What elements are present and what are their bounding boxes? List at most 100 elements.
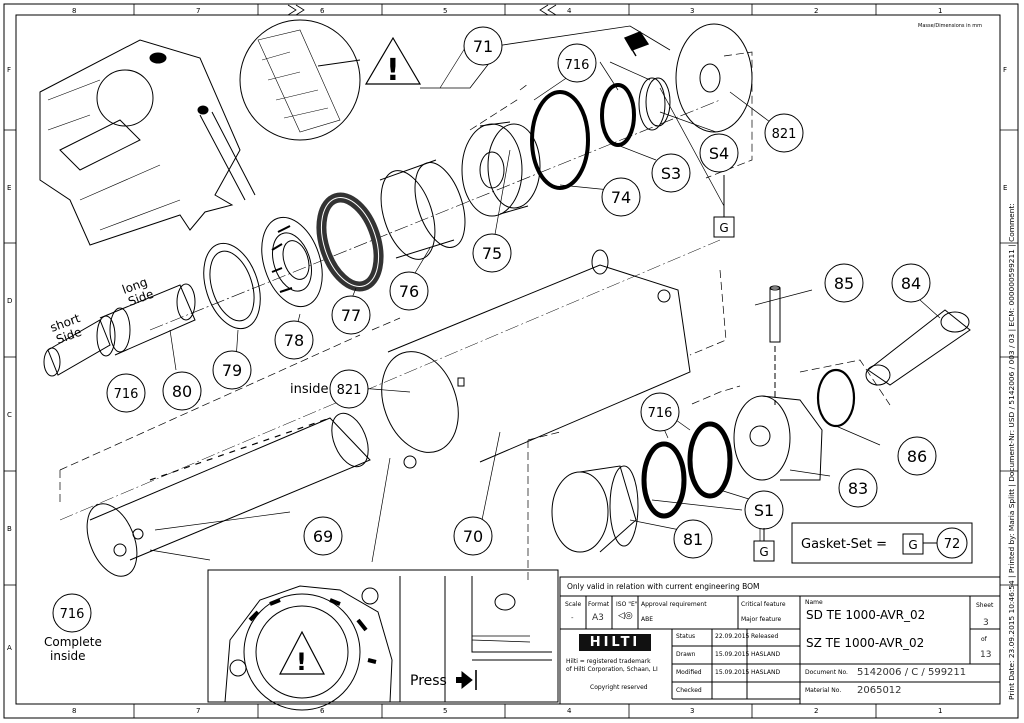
col-label: 5 bbox=[443, 7, 447, 15]
sz-name: SZ TE 1000-AVR_02 bbox=[806, 636, 925, 650]
iso-projection-icon: ◁◎ bbox=[618, 611, 633, 621]
conrod-part-84 bbox=[865, 309, 971, 386]
bearing-part-78 bbox=[261, 216, 323, 308]
document-no-value: 5142006 / C / 599211 bbox=[857, 667, 967, 678]
row-label: C bbox=[7, 411, 12, 419]
g-reference-boxes bbox=[713, 175, 937, 562]
callout-number: 84 bbox=[901, 274, 921, 293]
material-no-value: 2065012 bbox=[857, 685, 902, 696]
drawn-label: Drawn bbox=[676, 651, 696, 658]
o-ring-part-86 bbox=[816, 368, 856, 428]
press-arrow-shaft bbox=[456, 677, 464, 683]
callout-716 bbox=[557, 43, 597, 83]
gasket-set-label: Gasket-Set = bbox=[801, 537, 887, 552]
inset-press-drawing bbox=[444, 576, 552, 702]
col-label: 5 bbox=[443, 707, 447, 715]
print-info-side-text: Print Date: 23.09.2015 10:46:54 | Printe… bbox=[1007, 203, 1016, 700]
complete-inside-label: inside bbox=[50, 649, 86, 663]
dimension-note: Masse/Dimensions in mm bbox=[918, 23, 982, 29]
callout-number: 85 bbox=[834, 274, 854, 293]
of-label: of bbox=[981, 636, 987, 643]
o-ring-part-S1-b bbox=[687, 421, 733, 499]
o-ring-part-S3 bbox=[600, 83, 636, 147]
shaft-part-80 bbox=[43, 283, 196, 377]
callout-70 bbox=[453, 516, 493, 556]
callout-number: 69 bbox=[313, 527, 333, 546]
spring-washer-part-77 bbox=[316, 192, 384, 292]
col-label: 1 bbox=[938, 7, 942, 15]
format-value: A3 bbox=[592, 613, 604, 623]
warning-triangle-icon bbox=[364, 36, 422, 85]
callout-number: 821 bbox=[337, 383, 362, 398]
trademark-line: of Hilti Corporation, Schaan, LI bbox=[566, 666, 658, 673]
major-feature-label: Major feature bbox=[741, 616, 782, 623]
callout-number: 80 bbox=[172, 382, 192, 401]
callout-76 bbox=[389, 271, 429, 311]
title-block-frame bbox=[559, 576, 1001, 705]
inner-frame bbox=[15, 14, 1001, 705]
callout-84 bbox=[891, 263, 931, 303]
document-no-label: Document No. bbox=[805, 669, 848, 676]
format-label: Format bbox=[588, 601, 610, 608]
callout-number: 83 bbox=[848, 479, 868, 498]
warning-exclamation-icon: ! bbox=[296, 648, 307, 676]
top-grid-scale bbox=[4, 4, 1018, 718]
callout-80 bbox=[162, 371, 202, 411]
callout-number: 716 bbox=[565, 58, 590, 73]
col-label: 6 bbox=[320, 7, 325, 15]
piston-part-83 bbox=[733, 395, 823, 481]
callout-number: 79 bbox=[222, 361, 242, 380]
callout-number: 70 bbox=[463, 527, 483, 546]
leader-lines-mid bbox=[149, 387, 501, 563]
col-label: 3 bbox=[690, 7, 694, 15]
col-label: 3 bbox=[690, 707, 694, 715]
callout-75 bbox=[472, 233, 512, 273]
name-label: Name bbox=[805, 599, 823, 606]
center-axis-mid bbox=[59, 239, 721, 521]
callout-number: S3 bbox=[661, 164, 681, 183]
col-label: 2 bbox=[814, 7, 818, 15]
of-value: 13 bbox=[980, 650, 992, 660]
callout-number: 86 bbox=[907, 447, 927, 466]
material-no-label: Material No. bbox=[805, 687, 842, 694]
row-label: E bbox=[1003, 184, 1007, 192]
sheet-label: Sheet bbox=[976, 602, 994, 609]
iso-label: ISO "E" bbox=[616, 601, 638, 608]
callout-821 bbox=[329, 369, 369, 409]
callout-number: G bbox=[719, 221, 728, 235]
gasket-set-box bbox=[791, 522, 973, 564]
hilti-logo: HILTI bbox=[579, 634, 651, 651]
col-label: 6 bbox=[320, 707, 325, 715]
callout-69 bbox=[303, 516, 343, 556]
callout-number: 78 bbox=[284, 331, 304, 350]
callout-number: S1 bbox=[754, 501, 774, 520]
callout-77 bbox=[331, 295, 371, 335]
o-ring-part-74 bbox=[530, 90, 590, 190]
callout-71 bbox=[463, 26, 503, 66]
row-label: F bbox=[1003, 66, 1007, 74]
g-box bbox=[902, 533, 924, 555]
drawn-by: HASLAND bbox=[751, 651, 781, 658]
inset-flange-drawing bbox=[224, 585, 393, 711]
trademark-line: Hilti = registered trademark bbox=[566, 658, 651, 665]
callout-number: 75 bbox=[482, 244, 502, 263]
magnifier-detail bbox=[239, 19, 422, 141]
inside-label: inside bbox=[290, 382, 329, 397]
dashed-group-right bbox=[527, 359, 891, 580]
disc-part-821 bbox=[675, 23, 753, 133]
row-label: D bbox=[7, 297, 12, 305]
leader-lines-upper bbox=[169, 61, 771, 401]
complete-inside-label: Complete bbox=[44, 635, 102, 649]
center-axis-upper bbox=[149, 99, 721, 331]
callout-number: 76 bbox=[399, 282, 419, 301]
dashed-group-mid bbox=[59, 269, 727, 505]
col-label: 4 bbox=[567, 7, 572, 15]
callout-85 bbox=[824, 263, 864, 303]
status-label: Status bbox=[676, 633, 696, 640]
callout-number: 716 bbox=[648, 406, 673, 421]
callout-number: 72 bbox=[944, 537, 961, 552]
sheet-value: 3 bbox=[983, 618, 989, 628]
washer-part-79 bbox=[203, 242, 261, 330]
col-label: 8 bbox=[72, 707, 76, 715]
